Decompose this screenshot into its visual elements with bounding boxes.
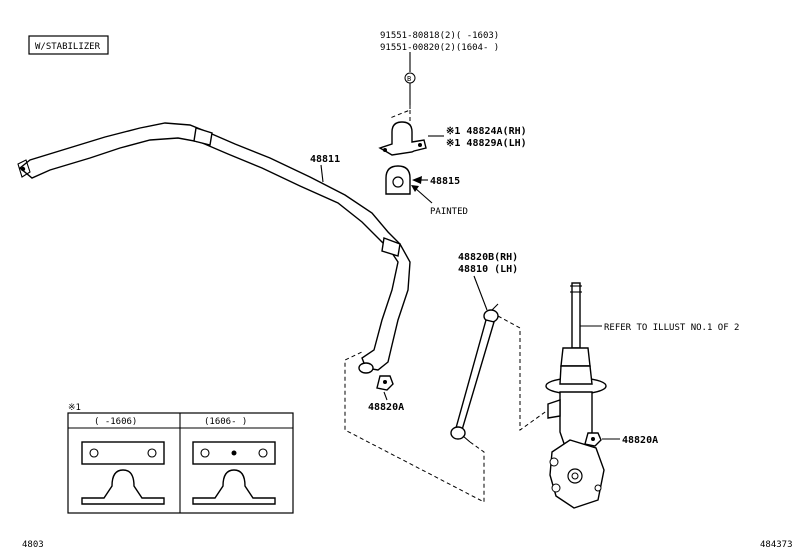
bushing-label: 48815 (430, 176, 460, 187)
bolt-label-b: 91551-00820(2)(1604- ) (380, 43, 499, 53)
variant-tag: W/STABILIZER (35, 42, 101, 52)
stabilizer-bar-label: 48811 (310, 154, 340, 165)
nut-label-right: 48820A (622, 435, 658, 446)
bracket-label-rh: ※1 48824A(RH) (446, 126, 527, 137)
stabilizer-bracket[interactable] (378, 121, 427, 156)
footer-right-code: 484373 (760, 540, 793, 550)
strut-assembly[interactable] (545, 282, 607, 509)
stabilizer-link[interactable] (450, 303, 499, 443)
stabilizer-bar[interactable] (17, 122, 411, 374)
nut-label-left: 48820A (368, 402, 404, 413)
inset-col-right: (1606- ) (204, 417, 247, 427)
link-label-lh: 48810 (LH) (458, 264, 518, 275)
inset-marker: ※1 (68, 403, 81, 413)
link-label-rh: 48820B(RH) (458, 252, 518, 263)
inset-bracket-old (81, 441, 165, 505)
variant-tag-box (28, 35, 109, 55)
bolt-ref-letter: B (407, 75, 411, 83)
painted-note: PAINTED (430, 207, 468, 217)
inset-bracket-new (192, 441, 276, 505)
bolt-label-a: 91551-80818(2)( -1603) (380, 31, 499, 41)
nut-left[interactable] (376, 375, 394, 391)
refer-note: REFER TO ILLUST NO.1 OF 2 (604, 323, 739, 333)
bracket-label-lh: ※1 48829A(LH) (446, 138, 527, 149)
footer-left-code: 4803 (22, 540, 44, 550)
nut-right[interactable] (584, 432, 602, 447)
inset-col-left: ( -1606) (94, 417, 137, 427)
stabilizer-bushing[interactable] (385, 165, 411, 195)
